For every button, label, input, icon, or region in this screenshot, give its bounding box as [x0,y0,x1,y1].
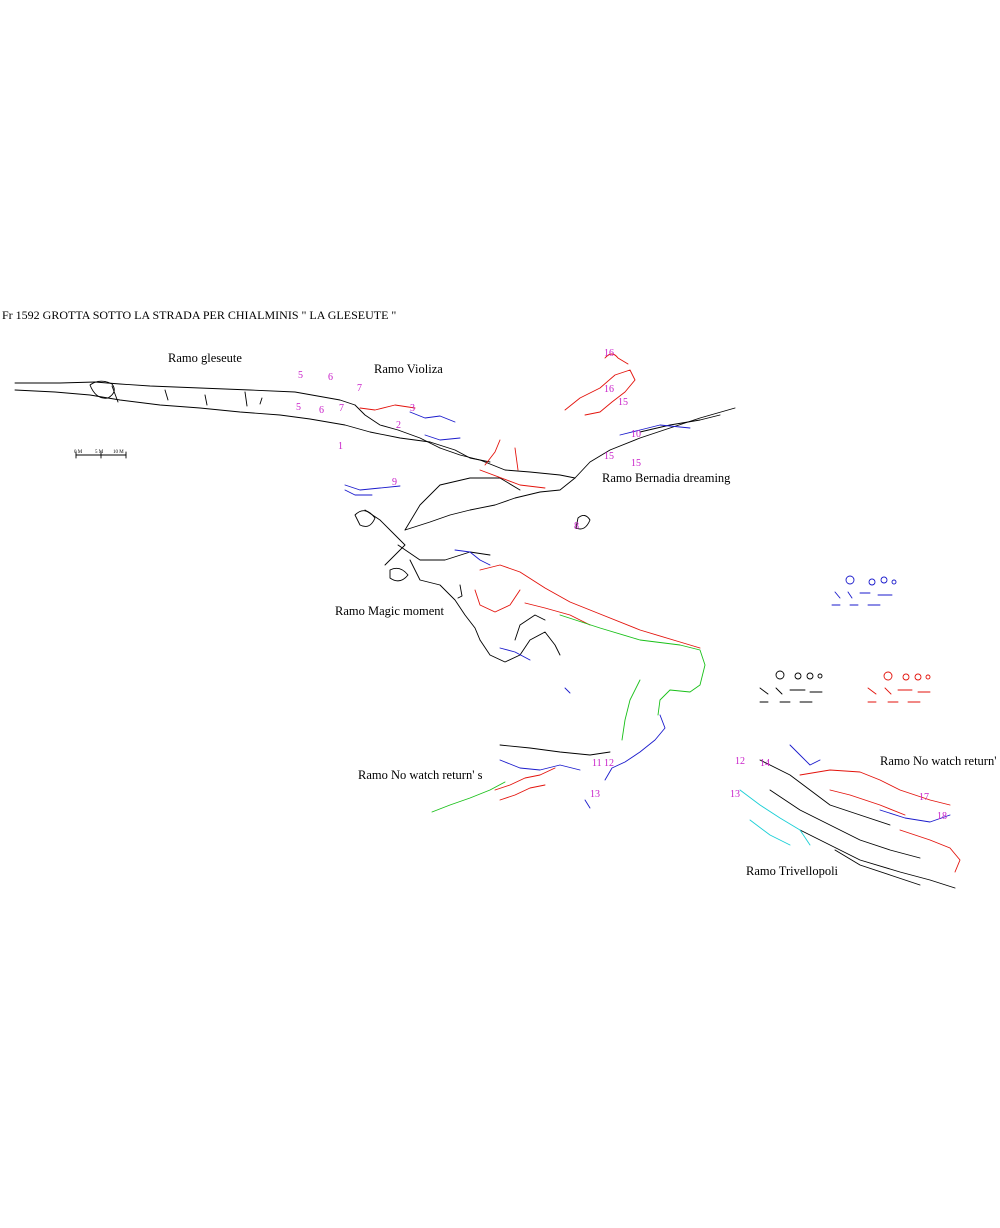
section-number: 15 [604,451,614,462]
section-number: 13 [590,789,600,800]
section-number: 6 [319,405,324,416]
section-number: 6 [328,372,333,383]
section-number: 18 [937,811,947,822]
scale-label-10: 10 M [113,450,124,455]
section-number: 10 [631,429,641,440]
scale-label-0: 0 M [74,450,83,455]
label-ramo-no-watch-main: Ramo No watch return' s [358,768,483,782]
label-ramo-bernadia-dreaming: Ramo Bernadia dreaming [602,471,731,485]
section-number: 5 [298,370,303,381]
section-number: 7 [339,403,344,414]
section-number: 17 [919,792,929,803]
passage-ramo-no-watch-main [494,714,666,809]
section-number: 7 [357,383,362,394]
legend-red [867,671,931,703]
section-number: 2 [396,420,401,431]
section-number: 12 [735,756,745,767]
label-ramo-magic-moment: Ramo Magic moment [335,604,445,618]
scale-bar [75,451,127,459]
section-number: 12 [604,758,614,769]
section-number: 13 [730,789,740,800]
passage-central [354,407,736,663]
survey-title: Fr 1592 GROTTA SOTTO LA STRADA PER CHIAL… [2,308,397,322]
passage-blue-magic-moment [454,549,571,694]
section-number: 1 [338,441,343,452]
passage-ramo-gleseute [14,380,441,449]
legend-blue [831,575,897,606]
label-ramo-trivellopoli: Ramo Trivellopoli [746,864,839,878]
scale-label-5: 5 M [95,450,104,455]
section-number: 8 [574,521,579,532]
label-ramo-no-watch-detail: Ramo No watch return' s [880,754,1000,768]
passage-ramo-magic-moment [474,564,701,649]
section-number: 11 [592,758,602,769]
section-number: 15 [631,458,641,469]
section-number: 16 [604,384,614,395]
section-number: 15 [618,397,628,408]
section-number: 14 [760,758,770,769]
section-number: 3 [410,403,415,414]
passage-ramo-trivellopoli [739,744,961,889]
label-ramo-violiza: Ramo Violiza [374,362,443,376]
passage-green [431,614,706,813]
section-number: 16 [604,348,614,359]
legend-black [759,670,823,703]
passage-red-upper [359,353,636,489]
passage-blue-upper [344,411,691,496]
section-number: 5 [296,402,301,413]
section-number: 9 [392,477,397,488]
label-ramo-gleseute: Ramo gleseute [168,351,242,365]
